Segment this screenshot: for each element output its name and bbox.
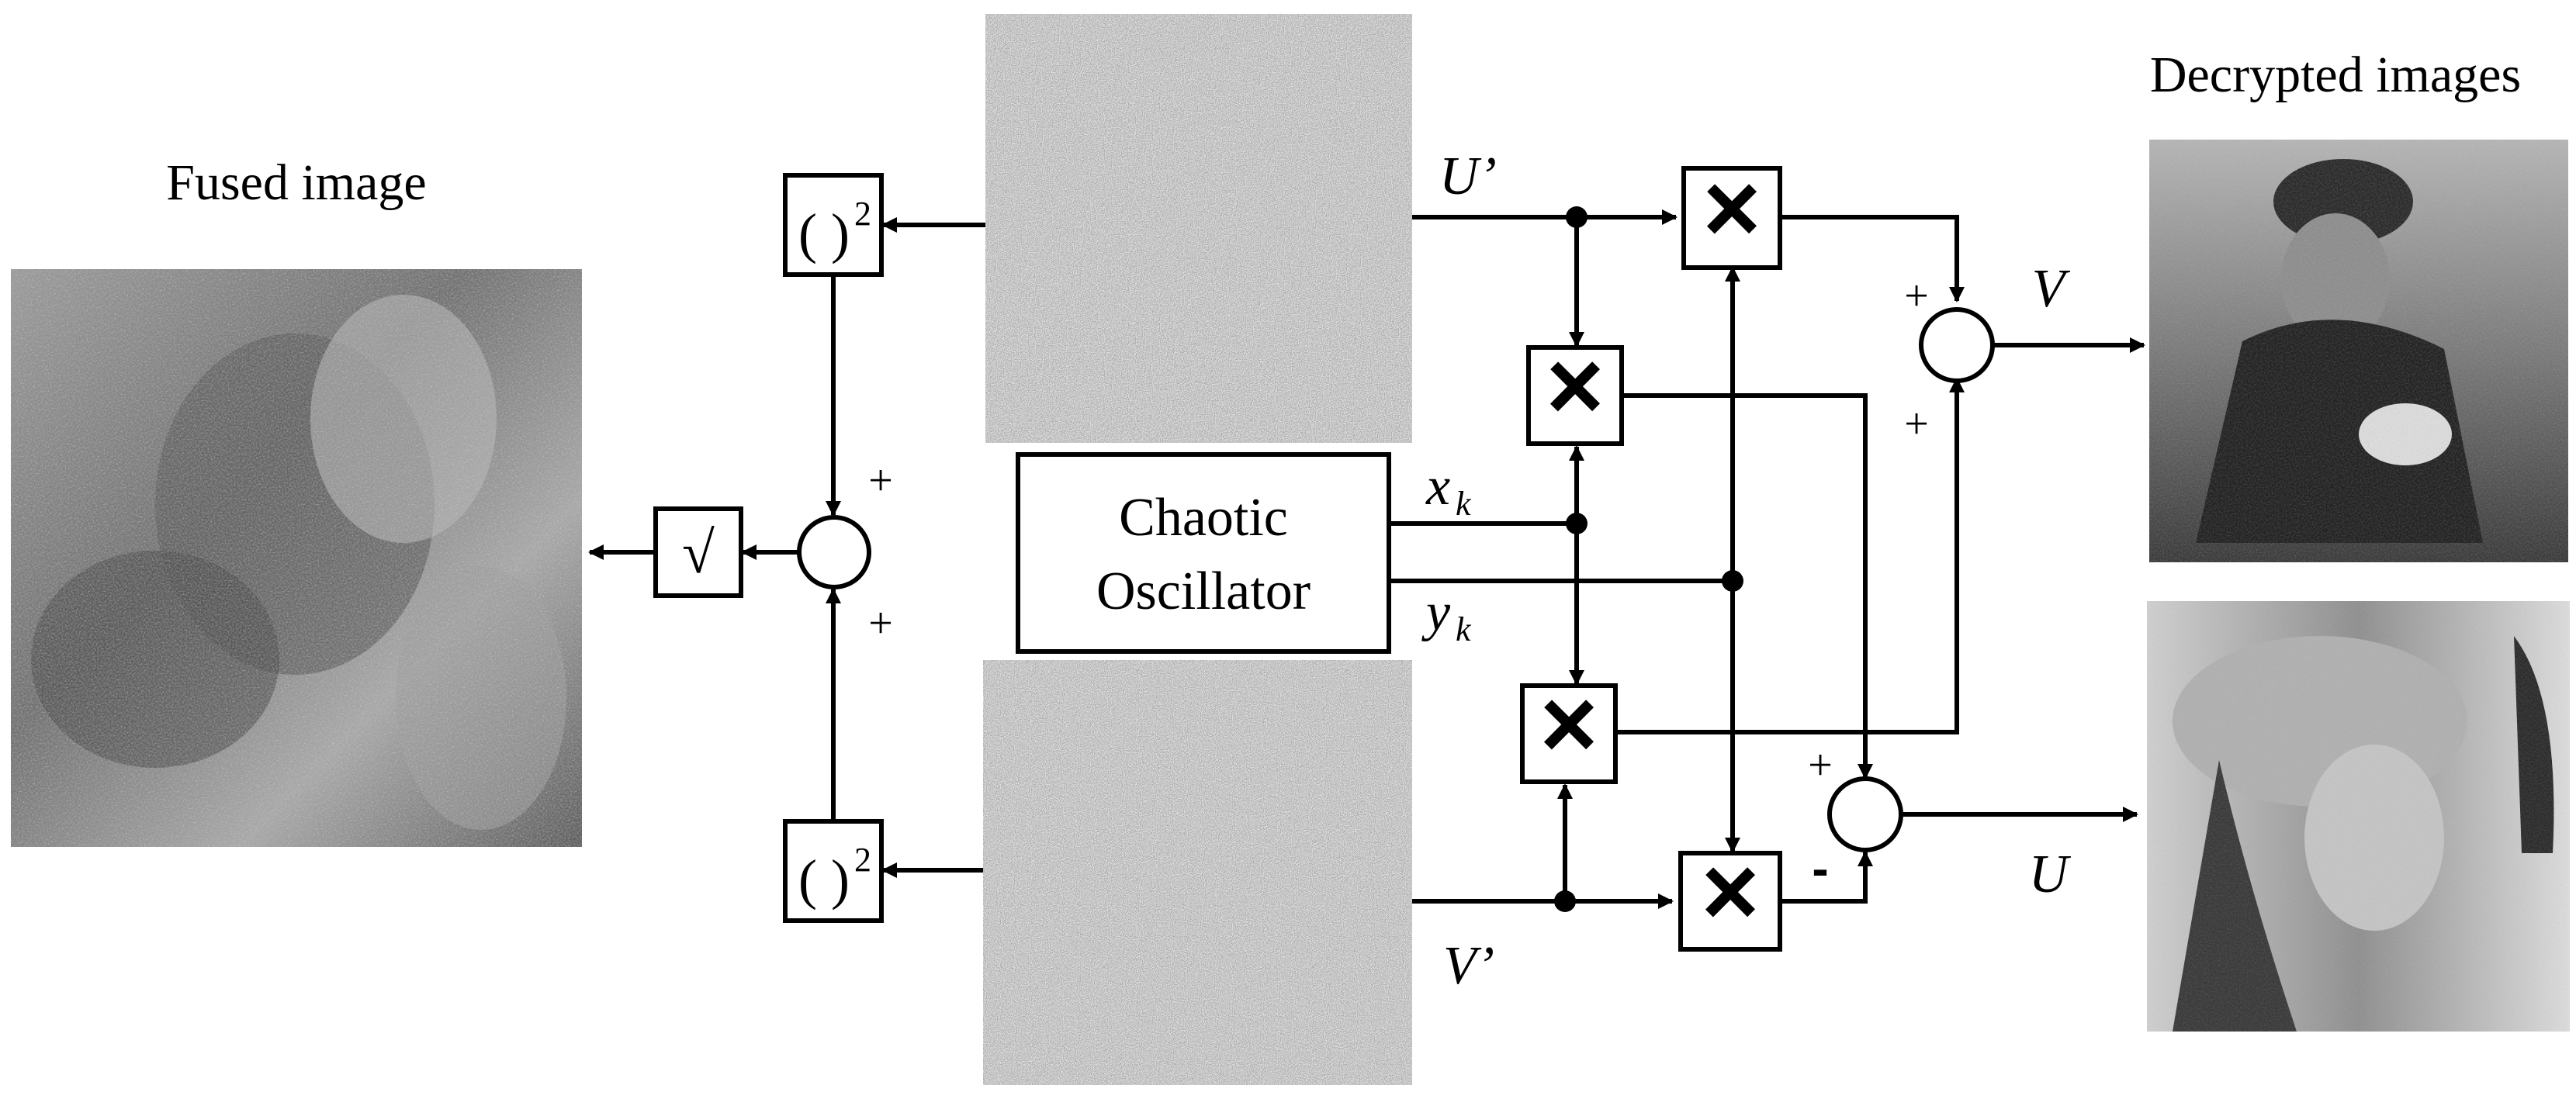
square-exponent: 2 <box>854 841 871 879</box>
summer-bottom-right: + - <box>1808 741 1903 897</box>
fused-image-title: Fused image <box>166 154 426 211</box>
multiplier-bottom-right: × <box>1678 836 1782 952</box>
plus-sign: + <box>1808 741 1833 790</box>
label-yk: y k <box>1421 582 1472 648</box>
fused-image <box>11 269 582 847</box>
multiply-symbol: × <box>1703 153 1761 264</box>
decrypted-image-top <box>2149 140 2568 562</box>
label-v-prime: V’ <box>1443 936 1494 996</box>
x-var: x <box>1425 457 1450 517</box>
square-block-bottom: ( ) 2 <box>783 819 884 923</box>
summer-left: + + <box>797 457 893 648</box>
plus-sign: + <box>1904 272 1929 320</box>
junction-dots <box>1554 206 1743 912</box>
summer-top-right: + + <box>1904 272 1995 448</box>
square-paren: ( ) <box>798 202 850 264</box>
decrypted-images-title: Decrypted images <box>2150 47 2521 103</box>
encrypted-image-bottom <box>983 660 1412 1085</box>
y-sub: k <box>1456 610 1472 648</box>
multiplier-upper-mid: × <box>1526 330 1624 446</box>
plus-sign: + <box>868 600 893 648</box>
label-u-prime: U’ <box>1439 147 1497 206</box>
multiplier-top-right: × <box>1681 153 1782 270</box>
chaotic-oscillator-block: Chaotic Oscillator <box>1016 452 1391 654</box>
x-sub: k <box>1456 485 1472 523</box>
label-v-output: V <box>2032 259 2071 319</box>
decrypted-image-bottom <box>2147 601 2570 1032</box>
plus-sign: + <box>868 457 893 505</box>
minus-sign: - <box>1812 841 1828 897</box>
multiplier-lower-mid: × <box>1520 669 1618 784</box>
multiply-symbol: × <box>1540 669 1598 779</box>
square-block-top: ( ) 2 <box>783 173 884 277</box>
label-u-output: U <box>2029 845 2072 904</box>
multiply-symbol: × <box>1546 330 1605 441</box>
sqrt-symbol: √ <box>682 520 715 586</box>
chaotic-label-line1: Chaotic <box>1119 488 1288 548</box>
plus-sign: + <box>1904 400 1929 448</box>
sqrt-block: √ <box>653 506 743 598</box>
encrypted-image-top <box>985 14 1412 443</box>
chaotic-label-line2: Oscillator <box>1096 562 1311 621</box>
square-exponent: 2 <box>854 195 871 233</box>
label-xk: x k <box>1425 457 1472 523</box>
y-var: y <box>1421 582 1451 642</box>
square-paren: ( ) <box>798 848 850 911</box>
multiply-symbol: × <box>1702 836 1760 947</box>
connection-lines <box>588 209 2145 909</box>
